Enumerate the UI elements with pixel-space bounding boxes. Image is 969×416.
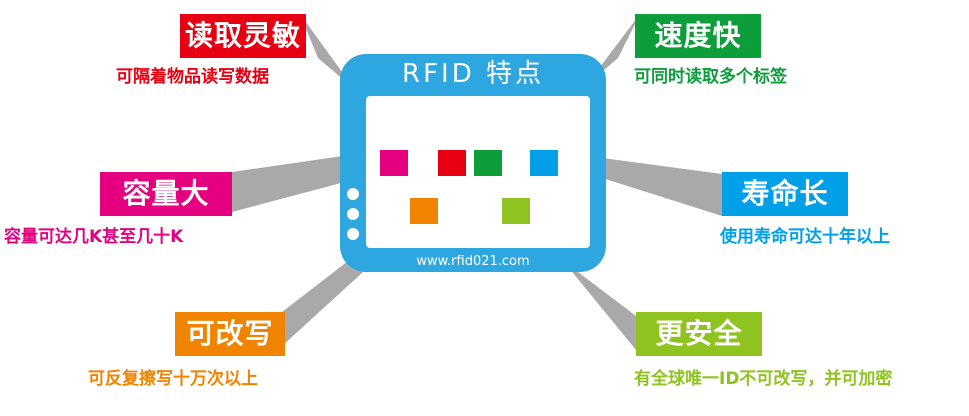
feature-life-desc: 使用寿命可达十年以上 — [720, 227, 890, 247]
feature-speed-desc: 可同时读取多个标签 — [634, 67, 787, 87]
box-speed — [635, 14, 761, 58]
device-button-2 — [347, 208, 359, 220]
square-lime — [502, 198, 530, 224]
square-red — [438, 150, 466, 176]
feature-read-desc: 可隔着物品读写数据 — [116, 67, 269, 87]
box-read — [180, 14, 306, 58]
feature-secure-title: 更安全 — [655, 317, 743, 350]
feature-rewrite-title: 可改写 — [186, 317, 274, 350]
device-title: RFID 特点 — [402, 59, 544, 89]
device-url: www.rfid021.com — [416, 254, 530, 269]
feature-capacity-title: 容量大 — [122, 177, 210, 210]
device-button-3 — [347, 228, 359, 240]
square-orange — [410, 198, 438, 224]
feature-rewrite-desc: 可反复擦写十万次以上 — [88, 369, 258, 389]
box-rewrite — [175, 312, 285, 356]
box-secure — [636, 312, 762, 356]
feature-secure-desc: 有全球唯一ID不可改写，并可加密 — [634, 369, 893, 389]
box-life — [722, 172, 848, 216]
box-capacity — [100, 172, 232, 216]
feature-read-title: 读取灵敏 — [184, 19, 301, 52]
device-button-1 — [347, 188, 359, 200]
feature-speed-title: 速度快 — [654, 19, 742, 52]
feature-capacity-desc: 容量可达几K甚至几十K — [4, 227, 184, 247]
feature-life-title: 寿命长 — [741, 177, 829, 210]
square-magenta — [380, 150, 408, 176]
square-green — [474, 150, 502, 176]
square-blue — [530, 150, 558, 176]
